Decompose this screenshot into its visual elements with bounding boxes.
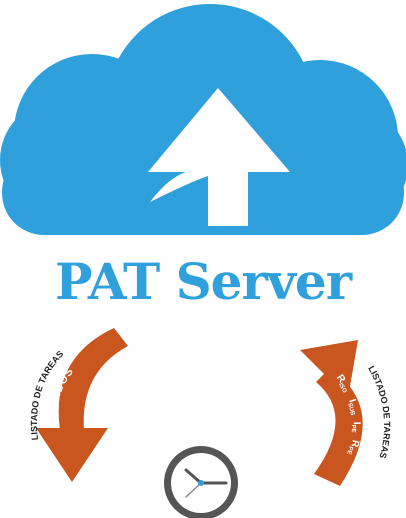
token-r-pe: R bbox=[348, 439, 360, 449]
cloud-upload-icon bbox=[0, 4, 406, 235]
token-i-sub-sub: SUB bbox=[346, 402, 355, 416]
clock-icon bbox=[164, 446, 238, 518]
token-r-iso-sub: ISO bbox=[337, 382, 347, 394]
left-curved-arrow: LISTADO DE TAREAS PEDIDOS bbox=[29, 328, 128, 482]
token-i-sub: I bbox=[346, 398, 357, 404]
right-outer-label: LISTADO DE TAREAS bbox=[366, 364, 392, 459]
page-title: PAT Server bbox=[54, 252, 352, 311]
token-r-pe-sub: PE bbox=[345, 445, 353, 454]
token-i-pe-sub: PE bbox=[350, 425, 356, 433]
token-i-pe: I bbox=[351, 422, 362, 426]
